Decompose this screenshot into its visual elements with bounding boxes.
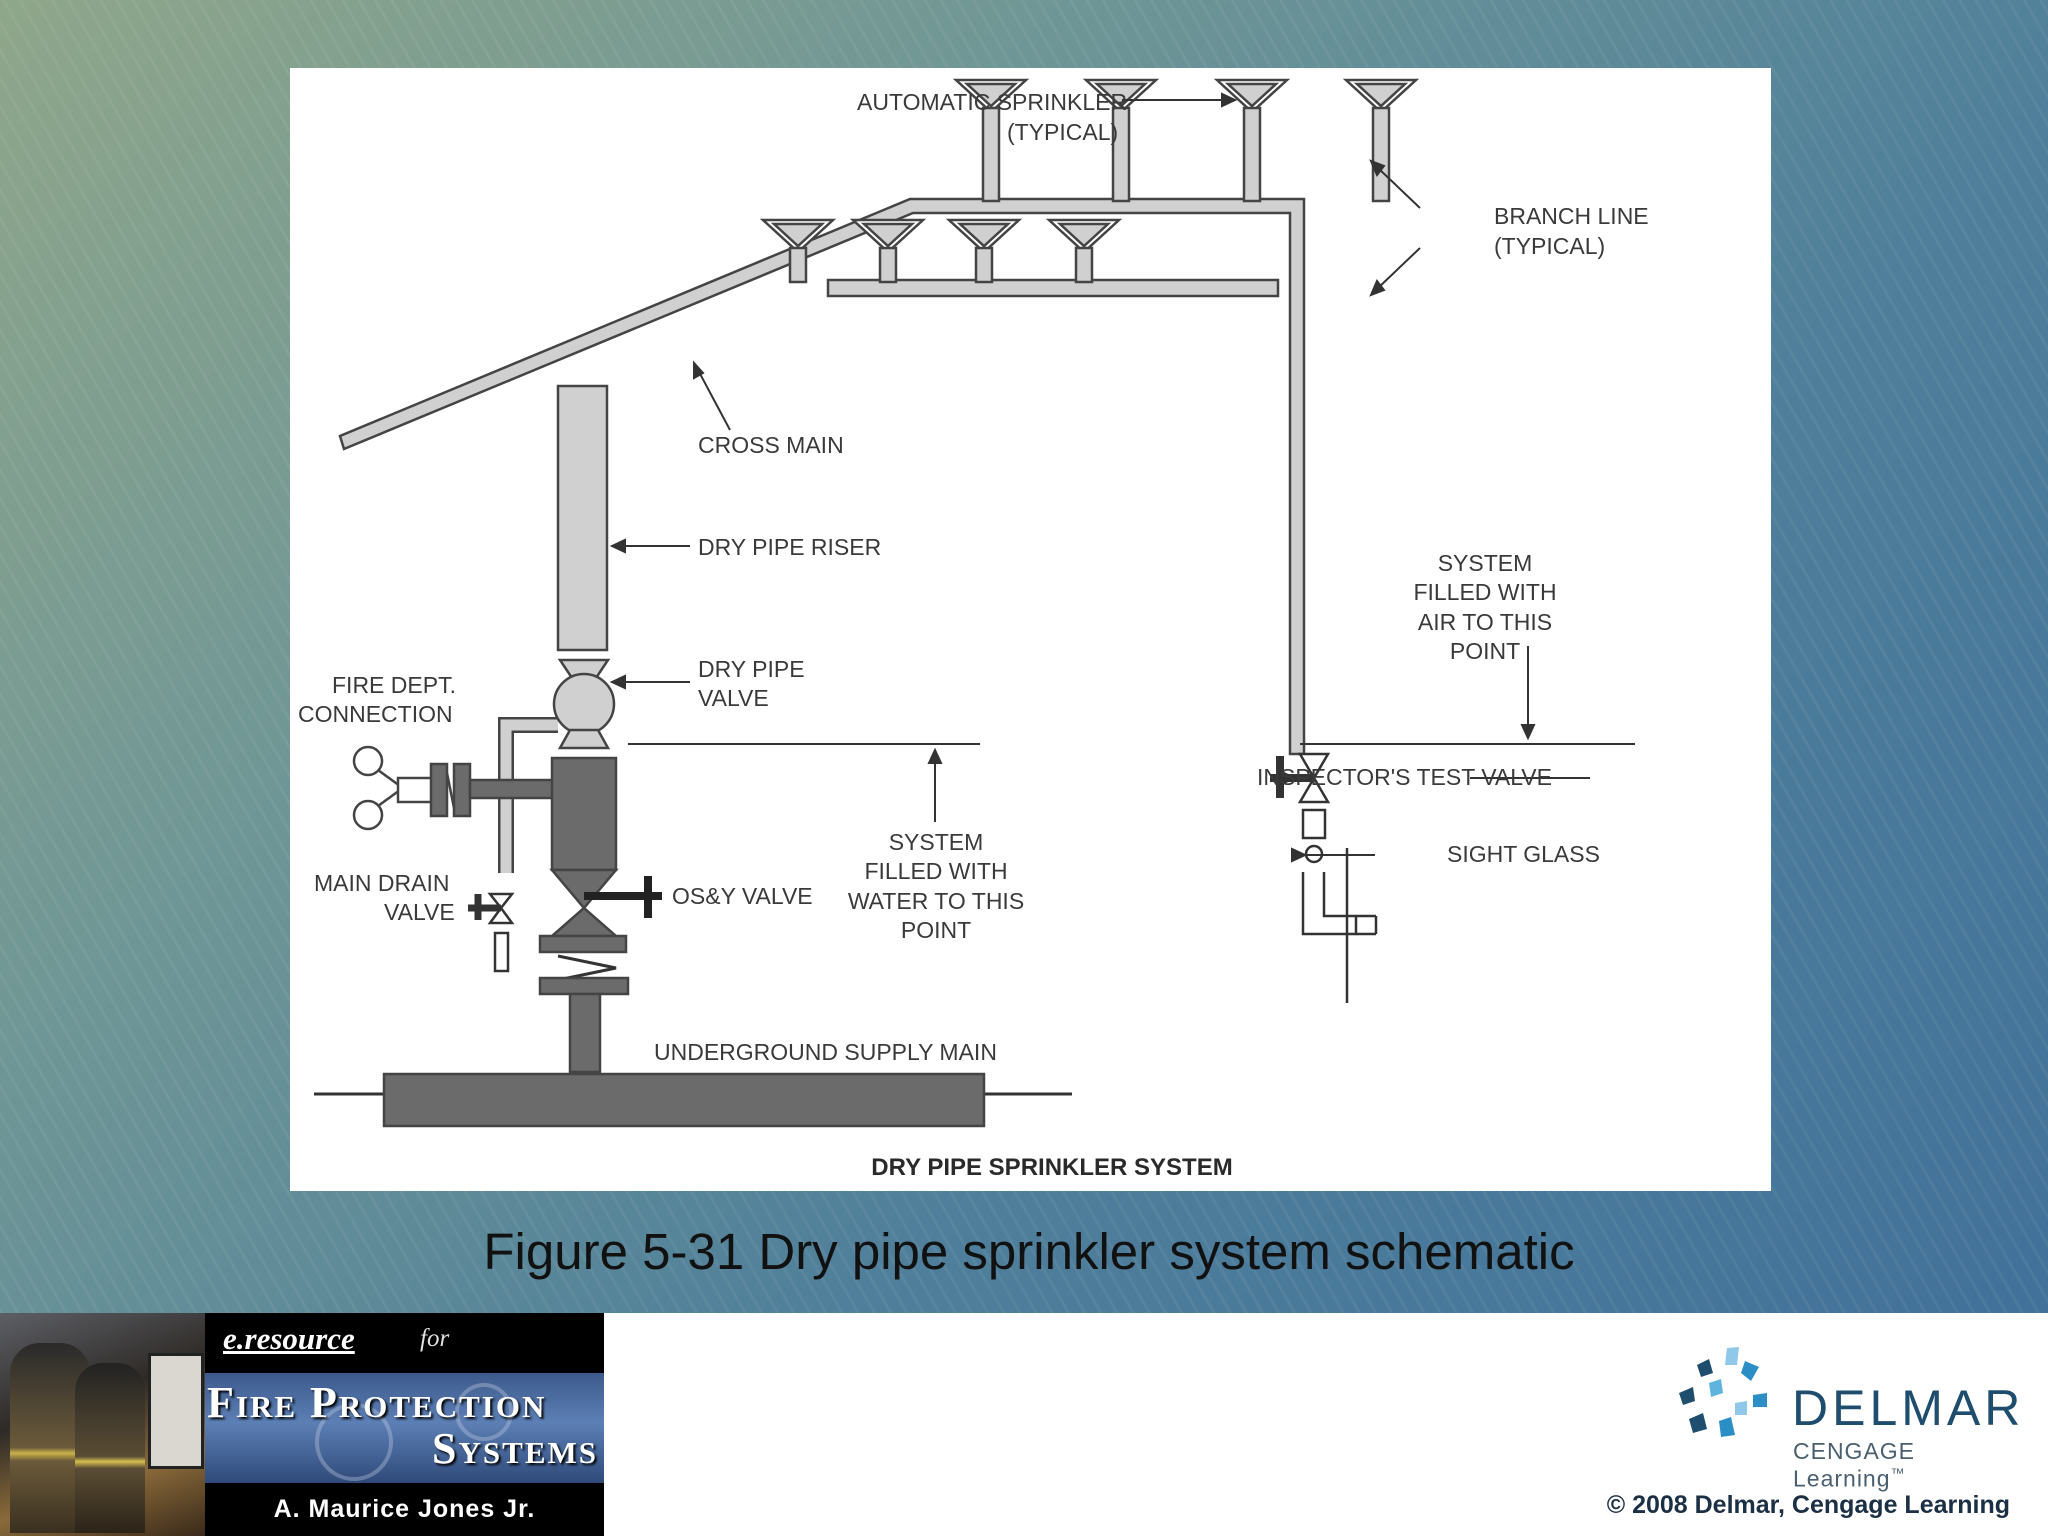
sprinkler-heads-top-row <box>952 78 1420 203</box>
test-drain-pipe <box>1301 872 1358 936</box>
banner-bottom-strip: A. Maurice Jones Jr. <box>205 1483 604 1536</box>
dry-pipe-riser <box>556 384 609 652</box>
trademark-mark: ™ <box>1890 1465 1906 1481</box>
label-dry-pipe-valve-2: VALVE <box>698 685 769 711</box>
sprinkler-head <box>759 218 837 284</box>
diagram-labels: AUTOMATIC SPRINKLER (TYPICAL) BRANCH LIN… <box>298 89 1649 1181</box>
sprinkler-head <box>849 218 927 284</box>
label-main-drain-2: VALVE <box>384 899 455 925</box>
underground-supply-main-pipe <box>382 1072 986 1128</box>
pipework <box>338 197 1306 756</box>
banner-top-strip: e.resource for <box>205 1313 604 1373</box>
callout-arrows <box>609 92 1590 863</box>
label-osy-valve: OS&Y VALVE <box>672 883 813 909</box>
sprinkler-head <box>952 78 1030 203</box>
main-drain-valve-symbol <box>468 892 515 973</box>
sprinkler-head <box>1082 78 1160 203</box>
inspectors-test-valve-symbol <box>1270 752 1378 1003</box>
diagram-title: DRY PIPE SPRINKLER SYSTEM <box>871 1154 1232 1181</box>
slide-footer: e.resource for Fire Protection Systems A… <box>0 1313 2048 1536</box>
check-valve-body <box>550 756 618 872</box>
publisher-subtitle: CENGAGE Learning™ <box>1793 1438 1916 1492</box>
fdc-inlet-upper <box>352 745 384 777</box>
sprinkler-head <box>1045 218 1123 284</box>
sight-glass-body <box>1301 808 1327 840</box>
label-underground-supply-main: UNDERGROUND SUPPLY MAIN <box>654 1039 997 1065</box>
delmar-mark-icon <box>1679 1347 1767 1437</box>
label-system-water-3: WATER TO THIS <box>848 888 1024 914</box>
label-sight-glass: SIGHT GLASS <box>1447 841 1600 867</box>
sprinkler-head <box>1342 78 1420 203</box>
label-system-air-2: FILLED WITH <box>1413 579 1556 605</box>
delmar-logo: DELMAR CENGAGE Learning™ <box>1675 1343 2020 1492</box>
label-dry-pipe-valve-1: DRY PIPE <box>698 656 805 682</box>
cross-main-pipe <box>338 197 1306 756</box>
author-name: A. Maurice Jones Jr. <box>273 1495 536 1523</box>
osy-valve-assembly <box>538 756 662 1074</box>
sprinkler-heads-lower-row <box>759 218 1123 284</box>
sprinkler-head <box>945 218 1023 284</box>
copyright-notice: © 2008 Delmar, Cengage Learning <box>1606 1491 2010 1519</box>
firefighters-photo <box>0 1313 205 1536</box>
label-system-water-4: POINT <box>901 917 971 943</box>
label-system-water-2: FILLED WITH <box>864 858 1007 884</box>
label-branch-line-2: (TYPICAL) <box>1494 233 1605 259</box>
label-automatic-sprinkler-2: (TYPICAL) <box>1007 119 1118 145</box>
diagram-panel: AUTOMATIC SPRINKLER (TYPICAL) BRANCH LIN… <box>290 68 1771 1191</box>
label-main-drain-1: MAIN DRAIN <box>314 870 449 896</box>
label-system-air-4: POINT <box>1450 638 1520 664</box>
label-fire-dept-1: FIRE DEPT. <box>332 672 456 698</box>
fire-dept-connection-assembly <box>352 717 558 873</box>
label-system-water-1: SYSTEM <box>889 829 984 855</box>
label-system-air-1: SYSTEM <box>1438 550 1533 576</box>
fdc-inlet-lower <box>352 799 384 831</box>
for-text: for <box>420 1325 450 1352</box>
figure-caption: Figure 5-31 Dry pipe sprinkler system sc… <box>483 1223 1575 1280</box>
label-branch-line-1: BRANCH LINE <box>1494 203 1649 229</box>
banner-title-area: Fire Protection Systems <box>205 1373 604 1483</box>
dry-pipe-valve-symbol <box>552 658 616 750</box>
label-system-air-3: AIR TO THIS <box>1418 609 1552 635</box>
label-fire-dept-2: CONNECTION <box>298 701 453 727</box>
label-cross-main: CROSS MAIN <box>698 432 844 458</box>
series-title-line1: Fire Protection <box>207 1378 547 1427</box>
branch-line-lower <box>826 278 1280 298</box>
label-dry-pipe-riser: DRY PIPE RISER <box>698 534 881 560</box>
fdc-body <box>396 776 436 804</box>
eresource-text: e.resource <box>223 1321 355 1356</box>
osy-bonnet <box>538 934 628 954</box>
series-title-line2: Systems <box>432 1424 598 1473</box>
supply-riser-stub <box>568 992 602 1074</box>
sprinkler-head <box>1213 78 1291 203</box>
label-inspectors-test-valve: INSPECTOR'S TEST VALVE <box>1257 764 1552 790</box>
publisher-name: DELMAR <box>1792 1380 2025 1436</box>
label-automatic-sprinkler-1: AUTOMATIC SPRINKLER <box>857 89 1127 115</box>
book-banner: e.resource for Fire Protection Systems A… <box>0 1313 604 1536</box>
dry-pipe-sprinkler-diagram: AUTOMATIC SPRINKLER (TYPICAL) BRANCH LIN… <box>298 78 1649 1181</box>
